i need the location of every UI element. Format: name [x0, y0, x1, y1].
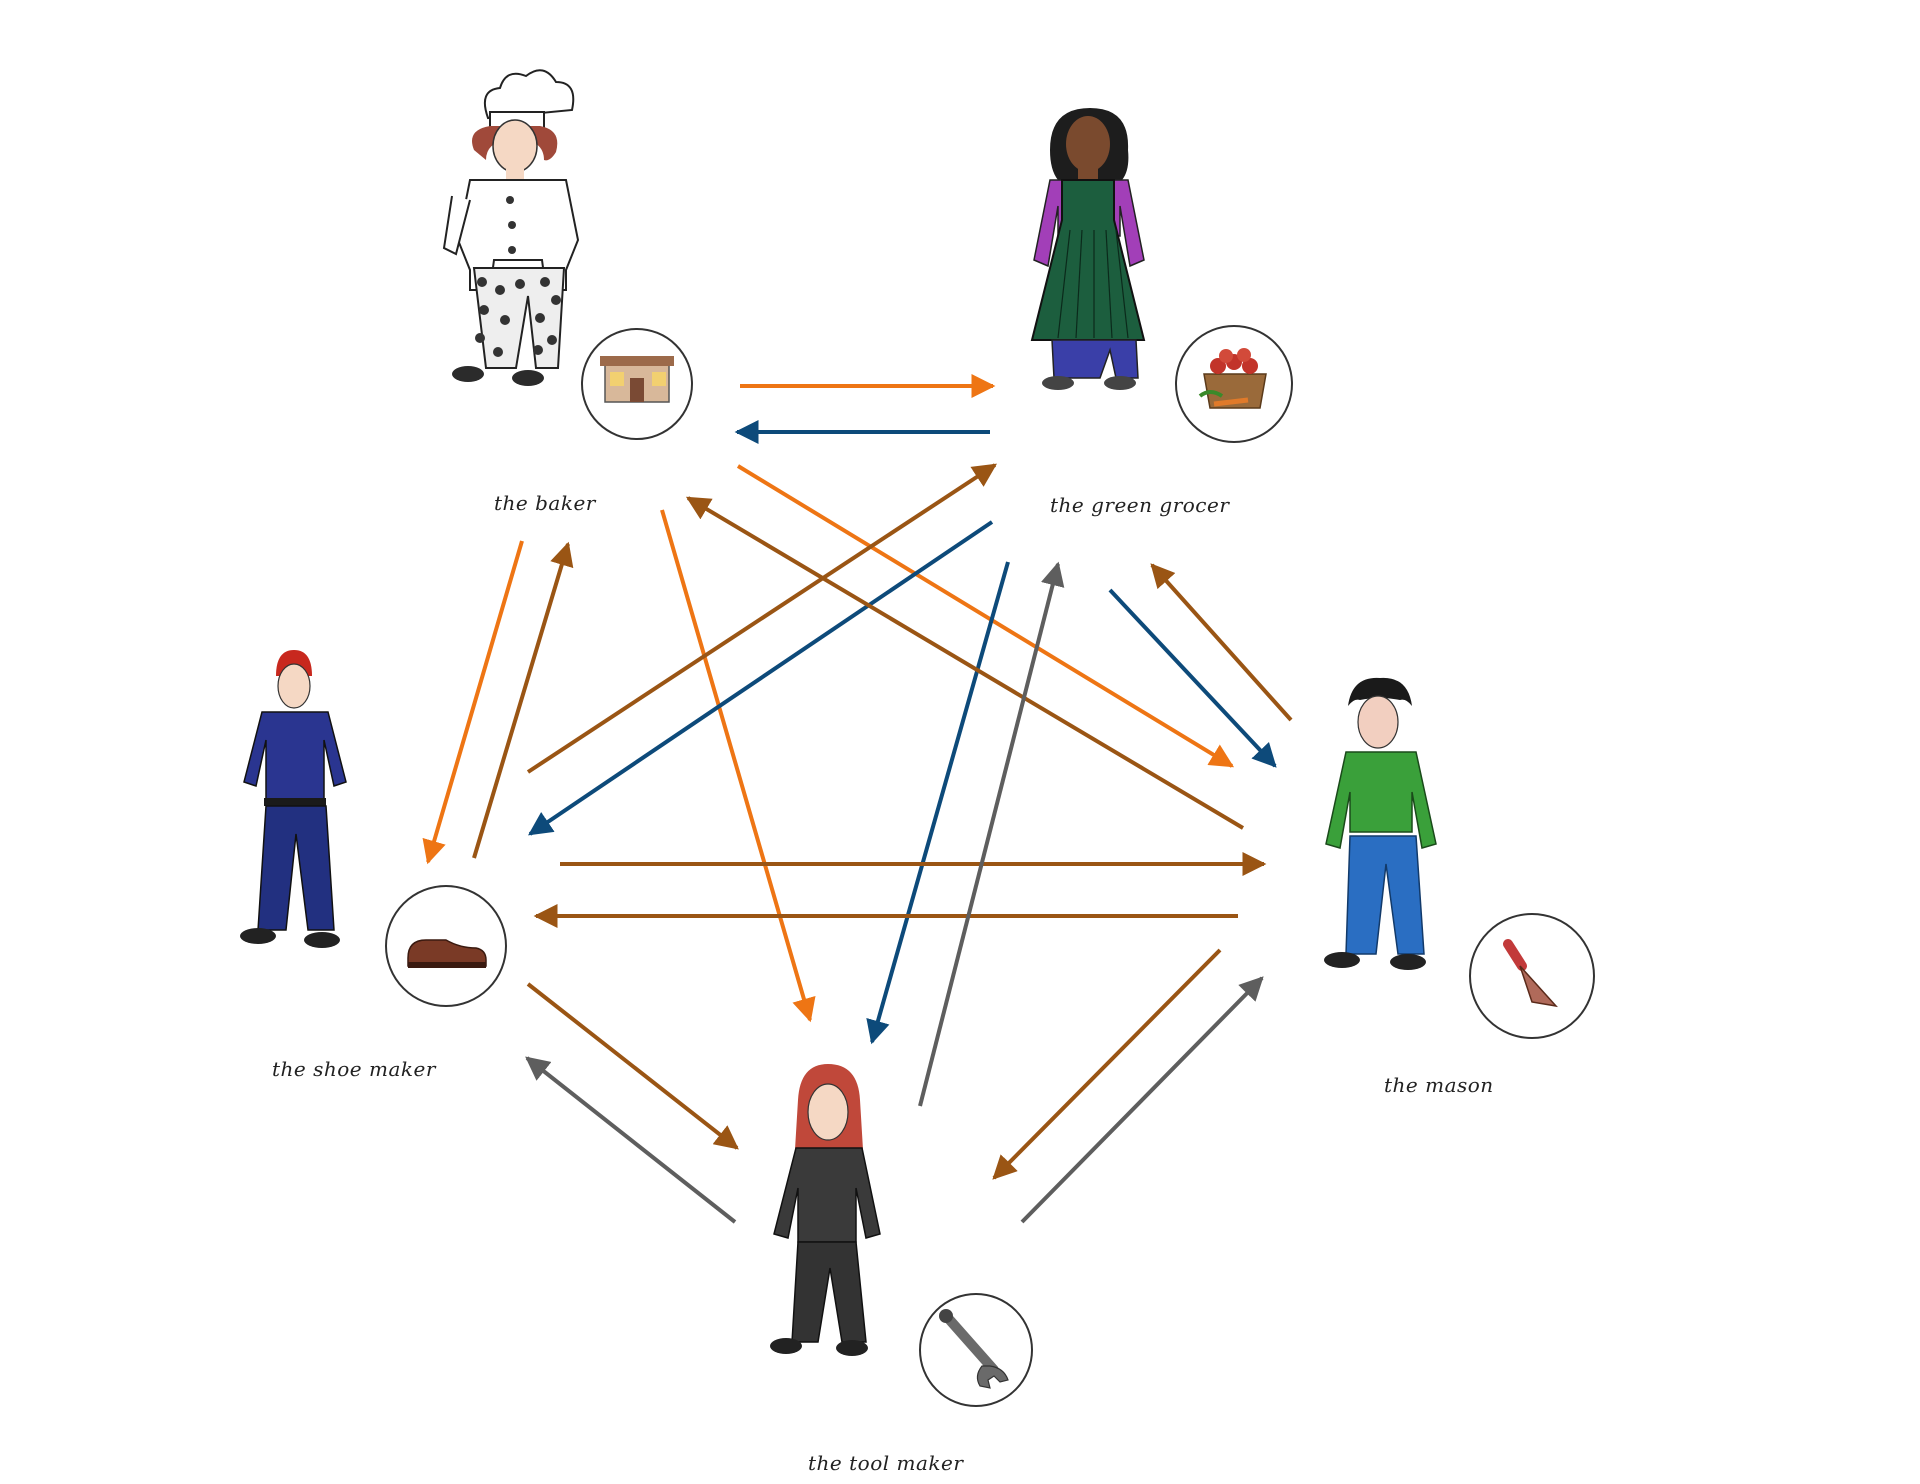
mason-label: the mason: [1384, 1073, 1494, 1097]
wrench-icon: [919, 1293, 1033, 1407]
mason-figure: [1324, 677, 1437, 970]
trowel-icon: [1469, 913, 1595, 1039]
arrow-toolmaker-to-shoemaker: [525, 1056, 737, 1224]
tool-maker-label: the tool maker: [808, 1451, 964, 1475]
arrow-shoemaker-to-grocer: [526, 463, 998, 774]
arrows: [422, 374, 1293, 1224]
arrow-baker-to-mason: [736, 464, 1235, 768]
green-grocer-figure: [1030, 108, 1146, 390]
shoe-maker-figure: [240, 650, 347, 948]
shoe-icon: [385, 885, 507, 1007]
arrow-grocer-to-mason: [1108, 588, 1277, 768]
arrow-baker-to-toolmaker: [660, 509, 816, 1023]
arrow-grocer-to-toolmaker: [866, 561, 1010, 1045]
green-grocer-label: the green grocer: [1050, 493, 1230, 517]
arrow-baker-to-shoemaker: [422, 540, 524, 865]
arrow-mason-to-toolmaker: [992, 948, 1222, 1180]
arrow-grocer-to-shoemaker: [528, 520, 994, 836]
arrow-shoemaker-to-baker: [472, 541, 574, 859]
baker-label: the baker: [494, 491, 597, 515]
arrow-shoemaker-to-toolmaker: [526, 982, 739, 1150]
arrow-mason-to-baker: [685, 496, 1245, 830]
arrow-mason-to-grocer: [1150, 563, 1293, 722]
shoe-maker-label: the shoe maker: [272, 1057, 437, 1081]
arrow-toolmaker-to-grocer: [918, 561, 1065, 1107]
tool-maker-figure: [770, 1064, 881, 1356]
bakery-shop-icon: [581, 328, 693, 440]
vegetable-basket-icon: [1175, 325, 1293, 443]
baker-figure: [442, 69, 580, 386]
arrow-toolmaker-to-mason: [1020, 976, 1264, 1224]
